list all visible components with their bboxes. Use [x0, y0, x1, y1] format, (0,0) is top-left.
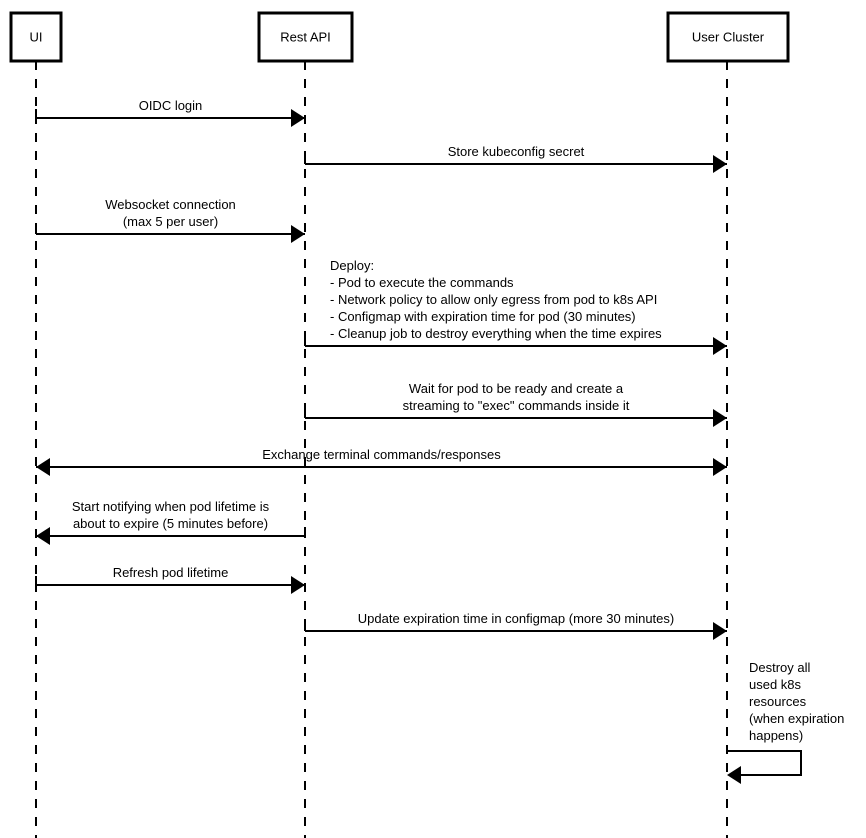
arrowhead-right-websocket-connection: [291, 225, 305, 243]
message-wait-for-pod-exec-stream[interactable]: Wait for pod to be ready and create a str…: [304, 381, 727, 427]
message-oidc-login[interactable]: OIDC login: [35, 98, 305, 127]
actor-box-rect-ui: [9, 11, 63, 63]
arrowhead-right-refresh-pod-lifetime: [291, 576, 305, 594]
message-label-store-kubeconfig-secret-line-0: Store kubeconfig secret: [448, 144, 585, 159]
actor-box-ui[interactable]: UI: [9, 11, 63, 63]
message-update-expiration-time[interactable]: Update expiration time in configmap (mor…: [304, 611, 727, 640]
self-message-label-destroy-all-resources-line-1: used k8s: [749, 677, 802, 692]
message-label-exchange-terminal-commands-line-0: Exchange terminal commands/responses: [262, 447, 501, 462]
self-message-label-destroy-all-resources-line-3: (when expiration: [749, 711, 844, 726]
message-label-deploy-line-1: - Pod to execute the commands: [330, 275, 514, 290]
message-label-wait-for-pod-exec-stream-line-1: streaming to "exec" commands inside it: [403, 398, 630, 413]
message-store-kubeconfig-secret[interactable]: Store kubeconfig secret: [304, 144, 727, 173]
actor-box-user-cluster[interactable]: User Cluster: [666, 11, 790, 63]
arrowhead-right-oidc-login: [291, 109, 305, 127]
arrowhead-right-update-expiration-time: [713, 622, 727, 640]
message-start-notifying-expiration[interactable]: Start notifying when pod lifetime is abou…: [36, 499, 306, 545]
self-message-destroy-all-resources[interactable]: Destroy all used k8s resources (when expira…: [727, 660, 844, 784]
actor-label-rest-api: Rest API: [280, 29, 331, 44]
actor-label-ui: UI: [30, 29, 43, 44]
message-label-wait-for-pod-exec-stream-line-0: Wait for pod to be ready and create a: [409, 381, 624, 396]
actor-box-rect-rest-api: [257, 11, 354, 63]
actors-layer: UI Rest API User Cluster: [9, 11, 790, 63]
message-websocket-connection[interactable]: Websocket connection (max 5 per user): [35, 197, 305, 243]
arrowhead-left-destroy-all-resources: [727, 766, 741, 784]
message-label-start-notifying-expiration-line-0: Start notifying when pod lifetime is: [72, 499, 270, 514]
self-message-label-destroy-all-resources-line-2: resources: [749, 694, 807, 709]
message-refresh-pod-lifetime[interactable]: Refresh pod lifetime: [35, 565, 305, 594]
self-message-path-destroy-all-resources: [727, 750, 802, 776]
message-label-start-notifying-expiration-line-1: about to expire (5 minutes before): [73, 516, 268, 531]
message-exchange-terminal-commands[interactable]: Exchange terminal commands/responses: [36, 447, 727, 476]
message-label-refresh-pod-lifetime-line-0: Refresh pod lifetime: [113, 565, 229, 580]
arrowhead-right-exchange-terminal-commands: [713, 458, 727, 476]
message-label-deploy-line-4: - Cleanup job to destroy everything when…: [330, 326, 662, 341]
self-messages-layer: Destroy all used k8s resources (when expira…: [727, 660, 844, 784]
actor-label-user-cluster: User Cluster: [692, 29, 765, 44]
message-label-websocket-connection-line-0: Websocket connection: [105, 197, 236, 212]
arrowhead-right-store-kubeconfig-secret: [713, 155, 727, 173]
message-label-update-expiration-time-line-0: Update expiration time in configmap (mor…: [358, 611, 674, 626]
message-deploy[interactable]: Deploy: - Pod to execute the commands - Ne…: [304, 258, 727, 355]
message-label-deploy-line-3: - Configmap with expiration time for pod…: [330, 309, 636, 324]
self-message-label-destroy-all-resources-line-4: happens): [749, 728, 803, 743]
arrowhead-left-exchange-terminal-commands: [36, 458, 50, 476]
arrowhead-left-start-notifying-expiration: [36, 527, 50, 545]
arrowhead-right-deploy: [713, 337, 727, 355]
message-label-oidc-login-line-0: OIDC login: [139, 98, 203, 113]
lifelines-layer: [35, 61, 728, 838]
actor-box-rect-user-cluster: [666, 11, 790, 63]
message-label-deploy-line-2: - Network policy to allow only egress fr…: [330, 292, 657, 307]
self-message-label-destroy-all-resources-line-0: Destroy all: [749, 660, 811, 675]
message-label-deploy-line-0: Deploy:: [330, 258, 374, 273]
actor-box-rest-api[interactable]: Rest API: [257, 11, 354, 63]
arrowhead-right-wait-for-pod-exec-stream: [713, 409, 727, 427]
message-label-websocket-connection-line-1: (max 5 per user): [123, 214, 218, 229]
